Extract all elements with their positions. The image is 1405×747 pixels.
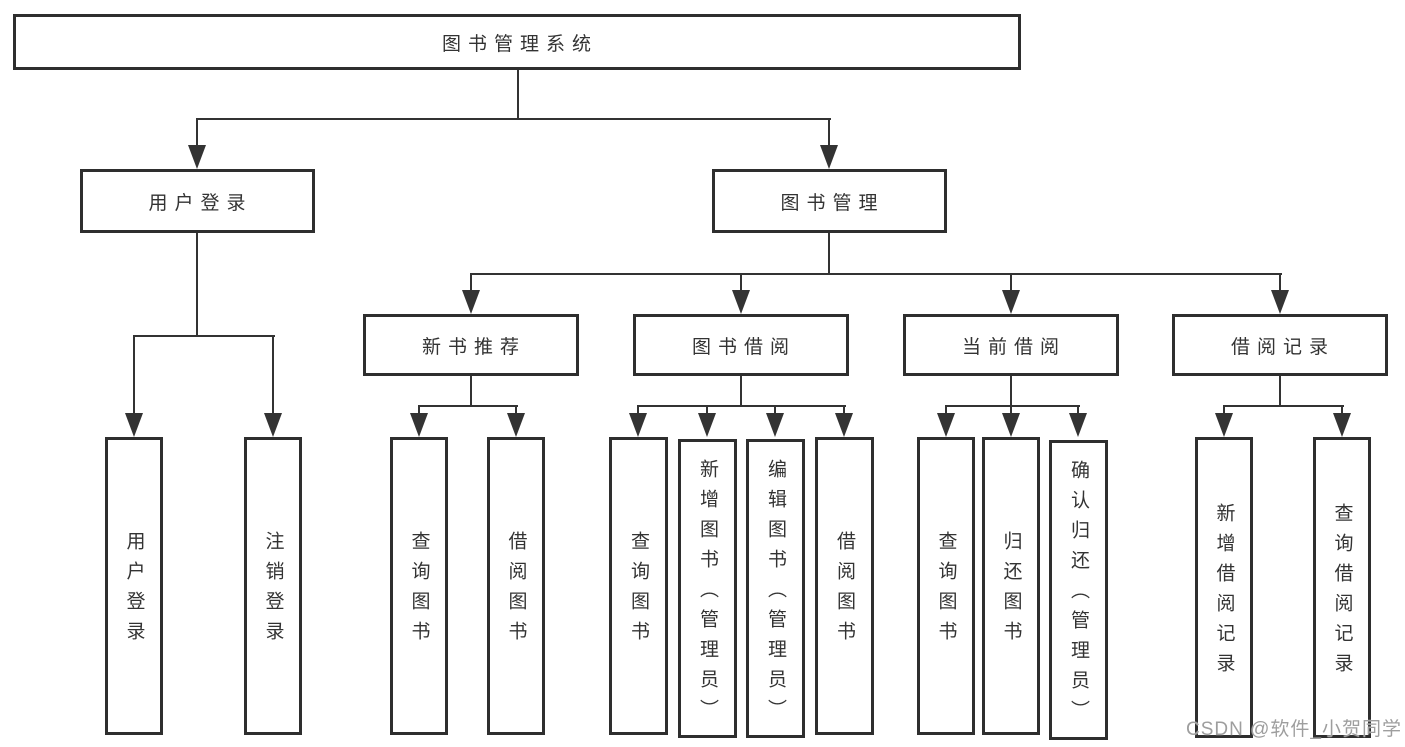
arrow-down-icon xyxy=(766,413,784,437)
node-root: 图书管理系统 xyxy=(13,14,1021,70)
connector-line xyxy=(740,376,742,407)
node-label: 新增借阅记录 xyxy=(1213,502,1235,683)
connector-line xyxy=(418,405,420,416)
connector-line xyxy=(706,405,708,416)
node-label: 注销登录 xyxy=(262,531,284,651)
node-root-label: 图书管理系统 xyxy=(441,33,598,55)
connector-line xyxy=(774,405,776,416)
arrow-down-icon xyxy=(1271,290,1289,314)
node-label: 查询图书 xyxy=(628,531,649,651)
arrow-down-icon xyxy=(1215,413,1233,437)
node-label: 借阅图书 xyxy=(505,531,527,651)
csdn-watermark: CSDN @软件_小贺同学 xyxy=(1186,719,1402,740)
node-label: 查询图书 xyxy=(408,531,430,651)
connector-line xyxy=(470,273,1282,275)
node-leaf-logout: 注销登录 xyxy=(244,437,302,735)
connector-line xyxy=(945,405,1080,407)
node-label: 借阅记录 xyxy=(1230,336,1335,358)
node-label: 归还图书 xyxy=(1000,531,1022,651)
node-label: 图书管理 xyxy=(780,192,885,214)
connector-line xyxy=(196,233,198,337)
connector-line xyxy=(418,405,518,407)
arrow-down-icon xyxy=(188,145,206,169)
arrow-down-icon xyxy=(820,145,838,169)
connector-line xyxy=(196,118,198,148)
arrow-down-icon xyxy=(125,413,143,437)
node-leaf-query-books: 查询图书 xyxy=(390,437,448,735)
node-label: 编辑图书（管理员） xyxy=(765,458,786,729)
node-leaf-user-login: 用户登录 xyxy=(105,437,163,735)
connector-line xyxy=(1223,405,1344,407)
connector-line xyxy=(945,405,947,416)
node-leaf-add-borrow-record: 新增借阅记录 xyxy=(1195,437,1253,738)
arrow-down-icon xyxy=(698,413,716,437)
connector-line xyxy=(1279,376,1281,407)
node-label: 图书借阅 xyxy=(691,336,796,358)
node-leaf-return-books: 归还图书 xyxy=(982,437,1040,735)
connector-line xyxy=(470,273,472,293)
connector-line xyxy=(637,405,639,416)
node-leaf-query-books: 查询图书 xyxy=(917,437,975,735)
connector-line xyxy=(515,405,517,416)
node-book-management-module: 图书管理 xyxy=(712,169,947,233)
arrow-down-icon xyxy=(629,413,647,437)
connector-line xyxy=(1077,405,1079,416)
arrow-down-icon xyxy=(410,413,428,437)
connector-line xyxy=(470,376,472,407)
connector-line xyxy=(196,118,831,120)
node-user-login-module: 用户登录 xyxy=(80,169,315,233)
connector-line xyxy=(1010,376,1012,407)
arrow-down-icon xyxy=(835,413,853,437)
connector-line xyxy=(828,233,830,275)
node-leaf-confirm-return-admin: 确认归还（管理员） xyxy=(1049,440,1108,740)
connector-line xyxy=(133,335,135,415)
node-leaf-query-borrow-record: 查询借阅记录 xyxy=(1313,437,1371,738)
node-leaf-add-books-admin: 新增图书（管理员） xyxy=(678,439,737,738)
connector-line xyxy=(740,273,742,293)
connector-line xyxy=(133,335,275,337)
node-label: 确认归还（管理员） xyxy=(1068,460,1089,730)
node-label: 查询图书 xyxy=(935,531,957,651)
node-label: 新书推荐 xyxy=(421,336,526,358)
arrow-down-icon xyxy=(1333,413,1351,437)
node-label: 借阅图书 xyxy=(834,531,855,651)
connector-line xyxy=(272,335,274,415)
connector-line xyxy=(637,405,846,407)
node-label: 用户登录 xyxy=(148,192,253,214)
node-label: 用户登录 xyxy=(123,531,145,651)
arrow-down-icon xyxy=(1002,290,1020,314)
node-borrowing-records: 借阅记录 xyxy=(1172,314,1388,376)
node-label: 当前借阅 xyxy=(961,336,1066,358)
connector-line xyxy=(1223,405,1225,416)
connector-line xyxy=(1341,405,1343,416)
node-leaf-query-books: 查询图书 xyxy=(609,437,668,735)
node-label: 新增图书（管理员） xyxy=(697,458,718,729)
node-leaf-borrow-books: 借阅图书 xyxy=(487,437,545,735)
arrow-down-icon xyxy=(507,413,525,437)
connector-line xyxy=(517,70,519,120)
connector-line xyxy=(1010,405,1012,416)
arrow-down-icon xyxy=(264,413,282,437)
arrow-down-icon xyxy=(1069,413,1087,437)
node-book-borrowing: 图书借阅 xyxy=(633,314,849,376)
node-new-book-recommend: 新书推荐 xyxy=(363,314,579,376)
connector-line xyxy=(1279,273,1281,293)
connector-line xyxy=(828,118,830,148)
node-leaf-borrow-books: 借阅图书 xyxy=(815,437,874,735)
node-current-borrowing: 当前借阅 xyxy=(903,314,1119,376)
arrow-down-icon xyxy=(937,413,955,437)
connector-line xyxy=(843,405,845,416)
node-label: 查询借阅记录 xyxy=(1331,502,1353,683)
node-leaf-edit-books-admin: 编辑图书（管理员） xyxy=(746,439,805,738)
arrow-down-icon xyxy=(462,290,480,314)
connector-line xyxy=(1010,273,1012,293)
arrow-down-icon xyxy=(732,290,750,314)
arrow-down-icon xyxy=(1002,413,1020,437)
